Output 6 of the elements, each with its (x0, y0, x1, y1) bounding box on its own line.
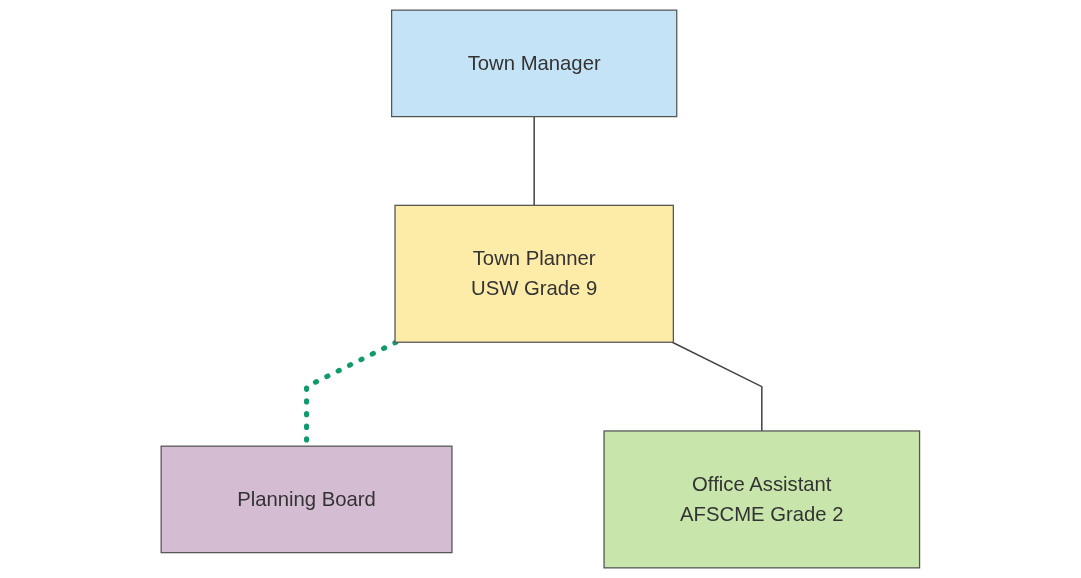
node-box: Town Planner USW Grade 9 (394, 204, 675, 343)
connector (671, 341, 763, 432)
node-box: Town Manager (391, 9, 678, 118)
node-box: Office Assistant AFSCME Grade 2 (603, 430, 921, 569)
connector (533, 115, 536, 207)
node-box: Planning Board (160, 445, 453, 554)
